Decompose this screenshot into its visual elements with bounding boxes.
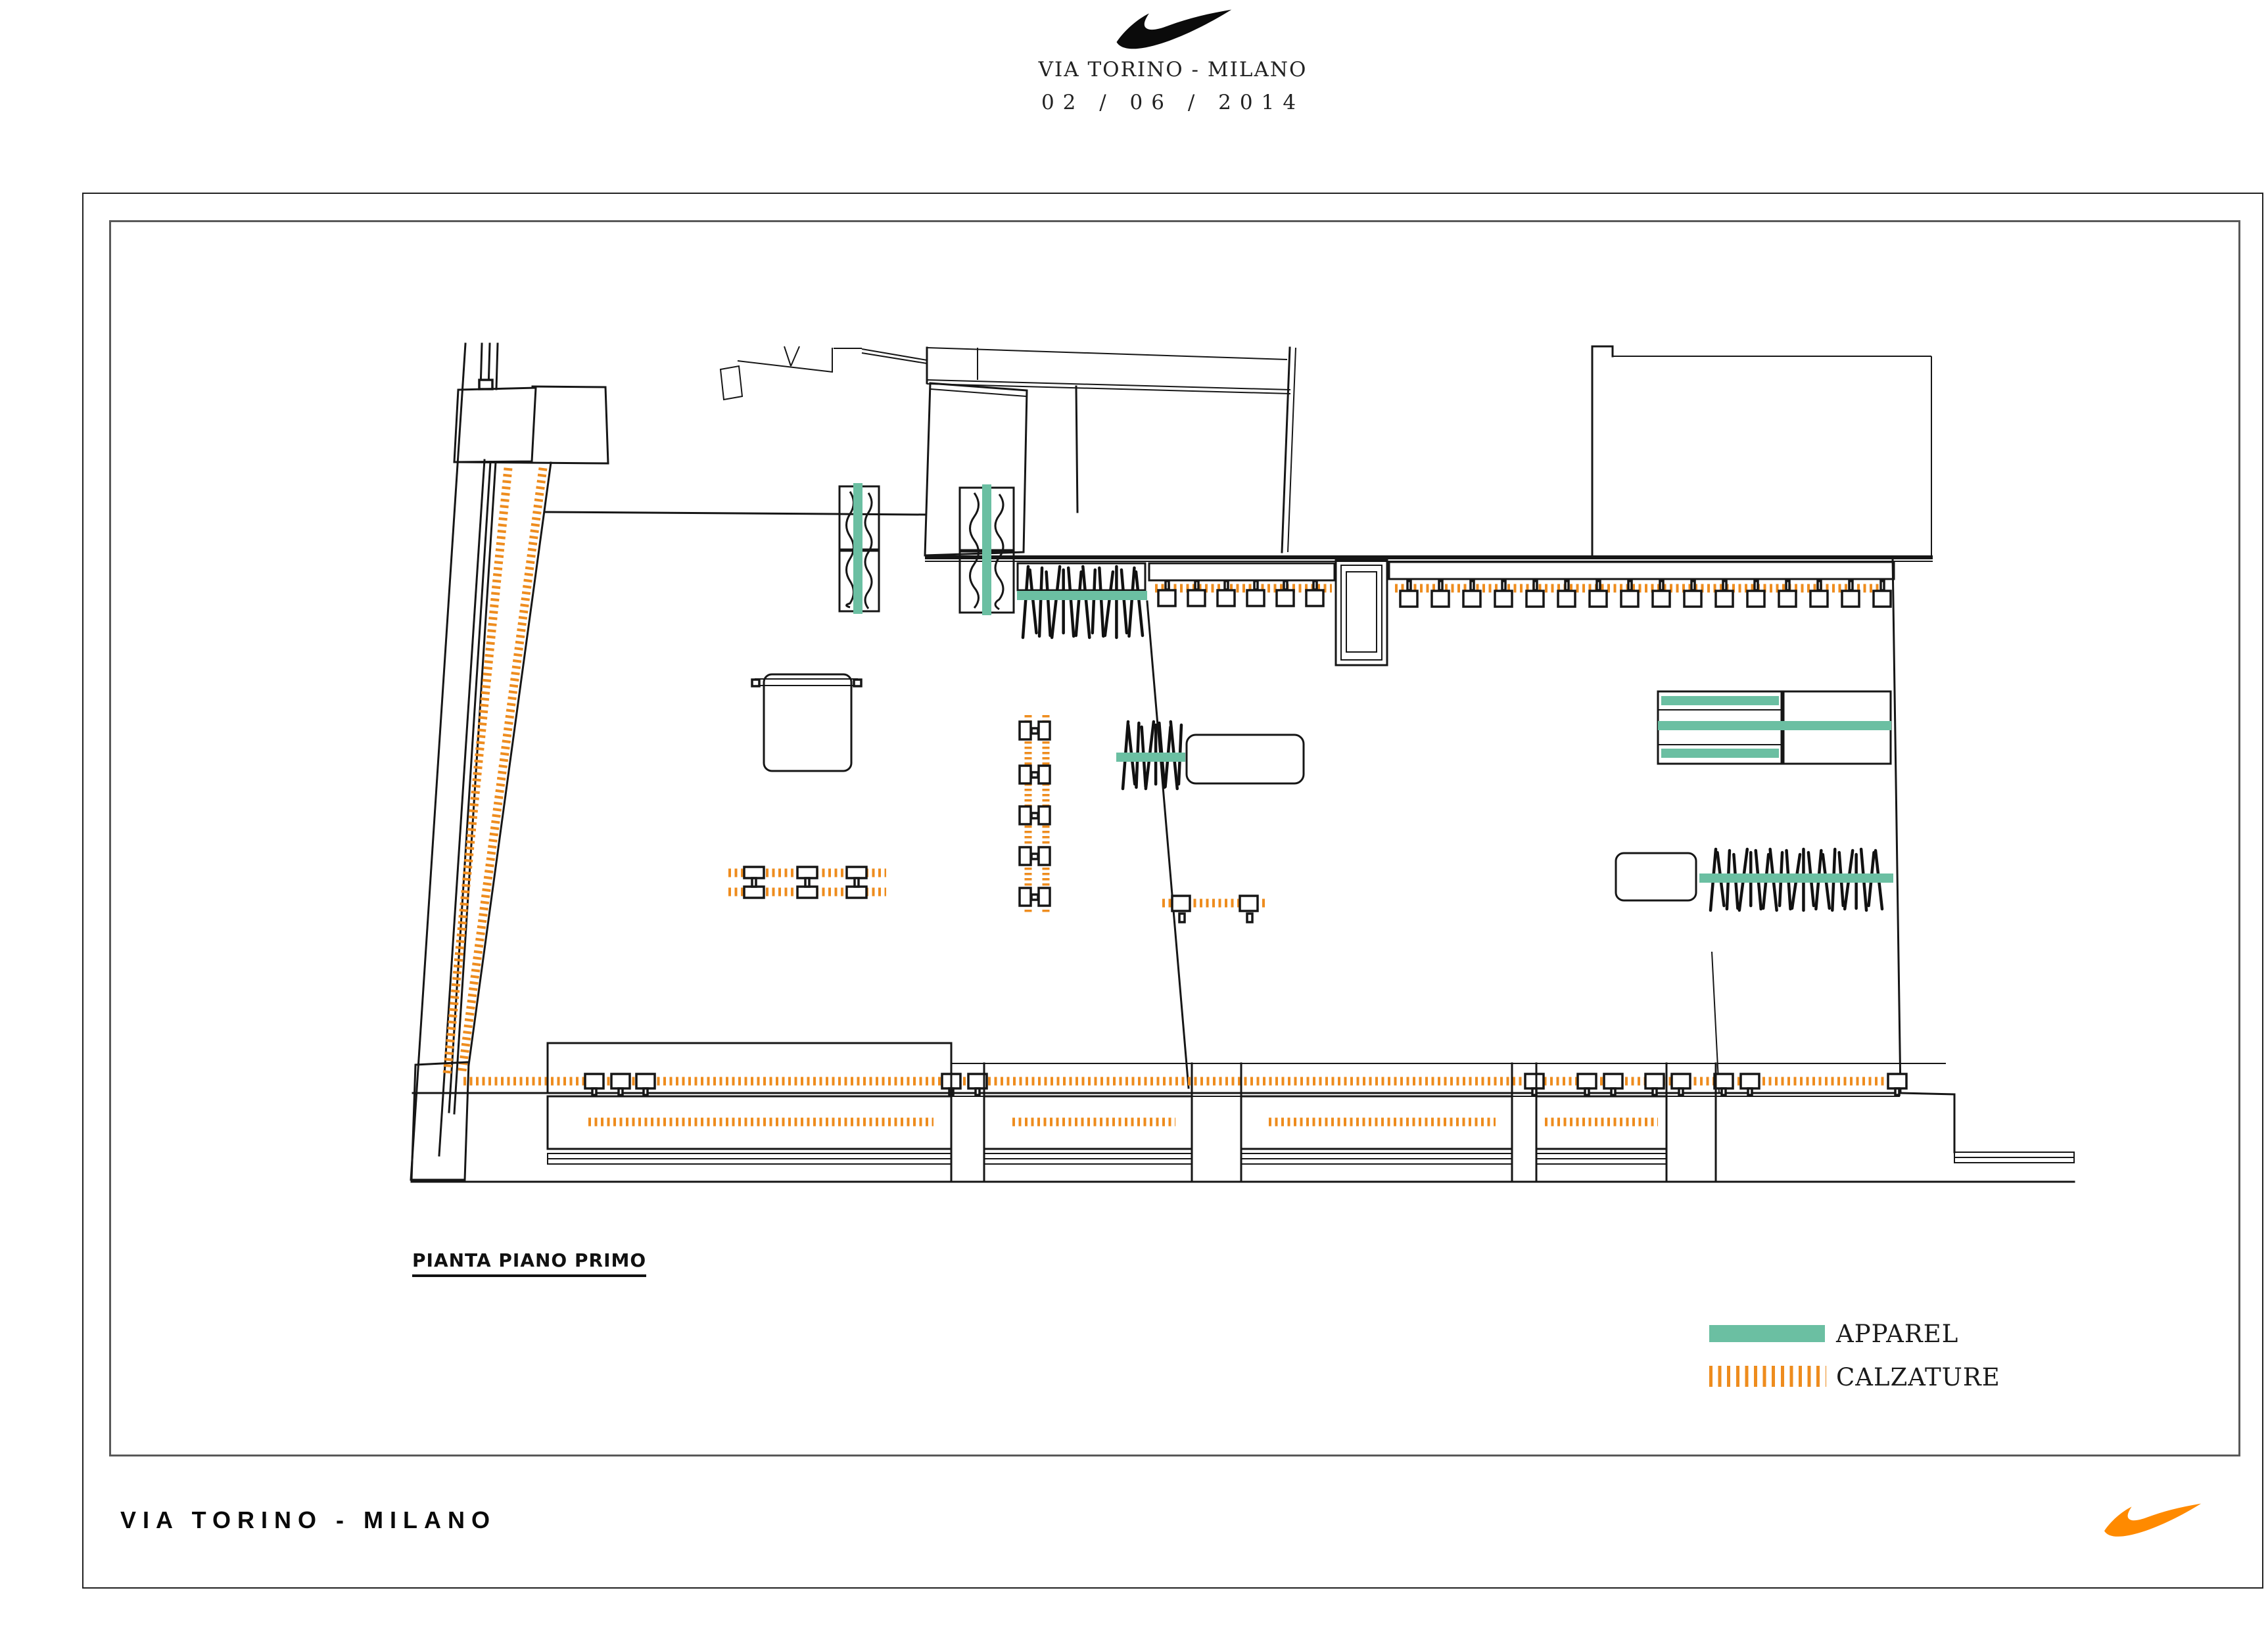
garment-ticks-a: [1021, 565, 1145, 640]
plan-caption: PIANTA PIANO PRIMO: [412, 1249, 647, 1277]
calzature-wall-left-2: [458, 467, 548, 1072]
header: VIA TORINO - MILANO 02 / 06 / 2014: [877, 0, 1469, 114]
plan-date: 02 / 06 / 2014: [1041, 91, 1305, 114]
right-partition: [1711, 951, 1720, 1094]
shoe-box-pairs: [1018, 720, 1051, 907]
table-f: [1615, 852, 1697, 902]
legend-row-apparel: APPAREL: [1709, 1320, 2130, 1349]
right-wall: [1891, 556, 1956, 1153]
piers: [950, 1042, 1717, 1183]
legend-label-calzature: CALZATURE: [1836, 1363, 2000, 1391]
shelf-boxes-b: [1157, 580, 1325, 607]
elevator-core: [1335, 559, 1388, 666]
left-wall-zone: [410, 342, 609, 1181]
dumbbell-fixtures: [743, 866, 868, 899]
apparel-swatch: [1709, 1325, 1825, 1342]
garment-rack-r2: [958, 484, 1015, 615]
table-i: [1185, 734, 1305, 785]
outer-sheet-border: [82, 193, 2263, 1589]
legend-row-calzature: CALZATURE: [1709, 1363, 2130, 1392]
calzature-wall-left-1: [442, 467, 513, 1075]
footer-location: VIA TORINO - MILANO: [120, 1506, 496, 1533]
store-title: VIA TORINO - MILANO: [1038, 58, 1308, 82]
center-apparel: [1116, 720, 1305, 791]
top-retail-wall: [925, 555, 1933, 666]
legend-label-apparel: APPAREL: [1836, 1320, 1959, 1348]
inner-drawing-border: [109, 220, 2240, 1456]
square-table: [751, 673, 862, 772]
shelf-boxes-c: [1399, 580, 1892, 608]
storefront-shoe-boxes: [584, 1073, 1908, 1096]
left-pier: [410, 1061, 470, 1181]
nike-swoosh-icon: [1116, 9, 1232, 49]
facade-sills: [547, 1152, 2075, 1165]
calzature-swatch: [1709, 1366, 1826, 1387]
window-bays: [546, 1095, 1668, 1150]
right-shelving: [1657, 690, 1892, 765]
garment-rack-r1: [838, 483, 880, 614]
storefront-band: [410, 1042, 2075, 1183]
shoe-column: [1018, 715, 1051, 914]
center-partition: [1146, 600, 1190, 1089]
right-apparel-run: [1615, 847, 1893, 912]
legend: APPAREL CALZATURE: [1709, 1320, 2130, 1407]
nike-swoosh-footer-icon: [2104, 1503, 2202, 1537]
center-shoe-fixture: [1162, 895, 1265, 923]
upper-walls: [543, 345, 1932, 559]
shoe-table-row: [728, 866, 886, 899]
upper-room: [924, 382, 1028, 557]
